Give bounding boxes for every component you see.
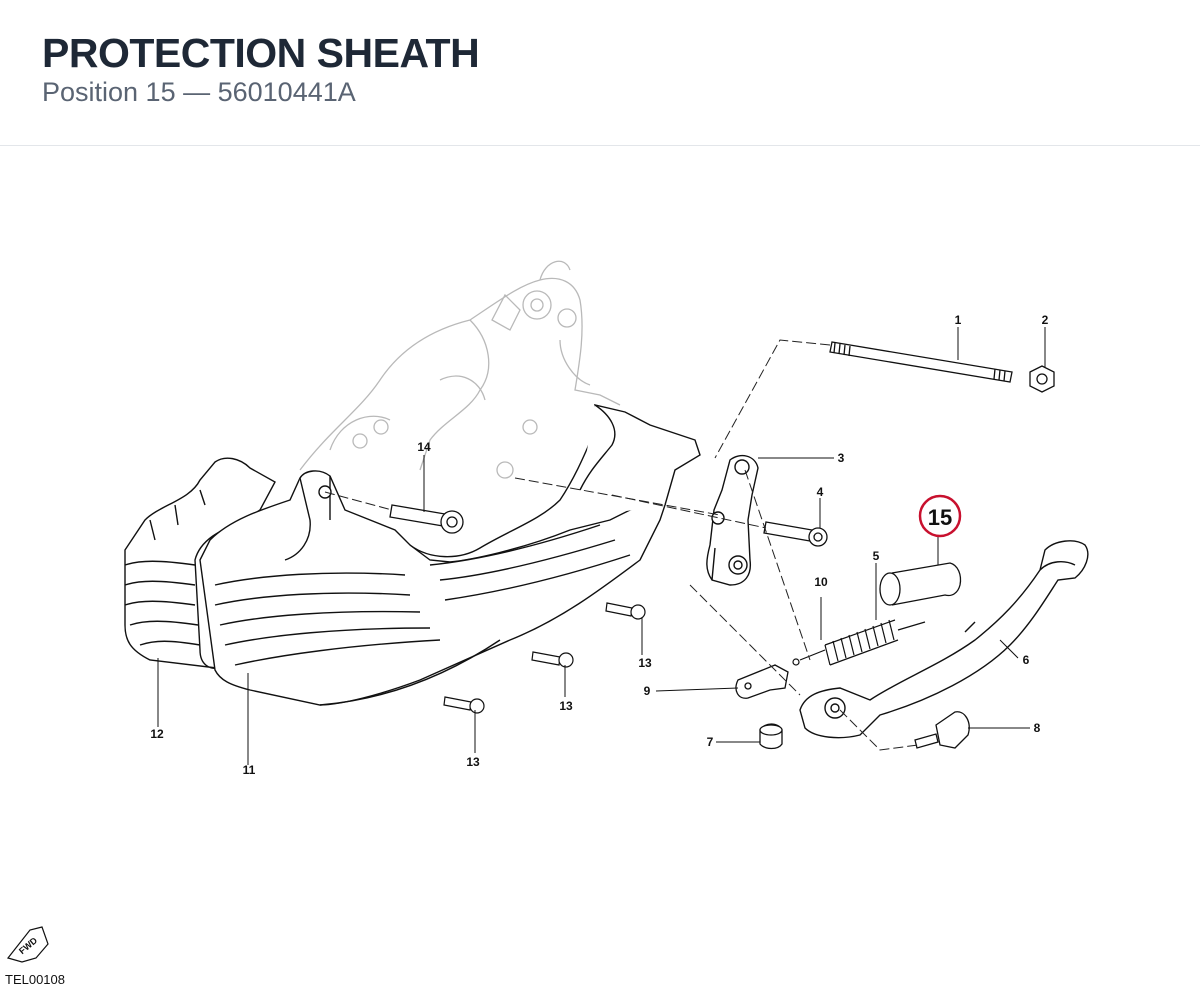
bolt-13-middle bbox=[531, 651, 574, 668]
callout-13-upper: 13 bbox=[638, 656, 652, 670]
fwd-arrow-icon: FWD bbox=[6, 926, 49, 963]
page-title: PROTECTION SHEATH bbox=[42, 30, 480, 76]
callout-labels: 1 2 3 4 5 6 7 8 9 10 11 12 13 13 13 14 1… bbox=[150, 313, 1048, 777]
callout-4: 4 bbox=[817, 485, 824, 499]
callout-8: 8 bbox=[1034, 721, 1041, 735]
pivot-bolt-8 bbox=[914, 711, 970, 749]
side-stand bbox=[799, 540, 1089, 739]
callout-6: 6 bbox=[1023, 653, 1030, 667]
exploded-parts-diagram: 1 2 3 4 5 6 7 8 9 10 11 12 13 13 13 14 1… bbox=[6, 260, 1089, 963]
callout-10: 10 bbox=[814, 575, 828, 589]
long-stud bbox=[829, 341, 1013, 383]
stand-bracket bbox=[706, 454, 759, 586]
plate-part-9 bbox=[735, 664, 789, 699]
washer-7 bbox=[759, 723, 783, 750]
callout-2: 2 bbox=[1042, 313, 1049, 327]
callout-12: 12 bbox=[150, 727, 164, 741]
sump-guard-outline bbox=[124, 404, 701, 706]
return-spring bbox=[792, 619, 926, 666]
nut bbox=[1029, 365, 1055, 393]
bolt-13-upper bbox=[605, 602, 646, 620]
drawing-code: TEL00108 bbox=[5, 972, 65, 987]
callout-7: 7 bbox=[707, 735, 714, 749]
protection-sheath bbox=[879, 562, 962, 606]
callout-14: 14 bbox=[417, 440, 431, 454]
callout-15: 15 bbox=[928, 505, 952, 530]
part-number: 56010441A bbox=[217, 77, 356, 107]
page-subtitle: Position 15 — 56010441A bbox=[42, 77, 356, 108]
leader-lines bbox=[157, 327, 1046, 765]
callout-13-lower: 13 bbox=[466, 755, 480, 769]
callout-1: 1 bbox=[955, 313, 962, 327]
bolt-4 bbox=[763, 521, 828, 547]
highlight-ring bbox=[918, 494, 962, 538]
callout-9: 9 bbox=[644, 684, 651, 698]
assembly-lines bbox=[324, 339, 919, 751]
callout-11: 11 bbox=[243, 763, 256, 777]
page-header: PROTECTION SHEATH Position 15 — 56010441… bbox=[0, 0, 1200, 146]
bolt-13-lower bbox=[443, 696, 485, 714]
callout-5: 5 bbox=[873, 549, 880, 563]
callout-3: 3 bbox=[838, 451, 845, 465]
bolt-14 bbox=[389, 504, 464, 534]
position-label: Position 15 bbox=[42, 77, 176, 107]
callout-13-middle: 13 bbox=[559, 699, 573, 713]
subtitle-separator: — bbox=[175, 77, 218, 107]
